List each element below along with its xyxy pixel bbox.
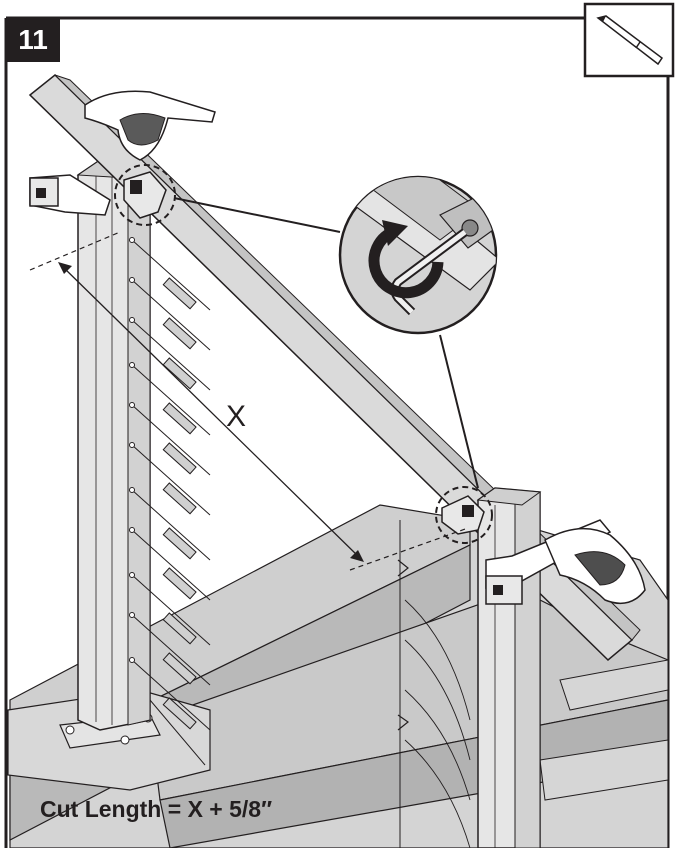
pencil-icon [596, 15, 664, 66]
clamp-icon [485, 519, 646, 605]
rotate-arrow-icon [368, 220, 444, 299]
upper-bracket-callout [114, 164, 341, 233]
clamp-icon [29, 90, 216, 216]
dimension-x [29, 231, 469, 571]
stair-cables [404, 599, 471, 848]
pencil-tool-box [583, 2, 675, 78]
detail-magnifier [338, 175, 498, 335]
lower-bracket-callout [435, 334, 493, 544]
step-number-badge: 11 [6, 18, 60, 62]
right-post [476, 487, 542, 848]
dimension-label: X [226, 400, 247, 433]
cable-run [129, 237, 211, 766]
cut-length-caption: Cut Length = X + 5/8″ [40, 796, 273, 822]
